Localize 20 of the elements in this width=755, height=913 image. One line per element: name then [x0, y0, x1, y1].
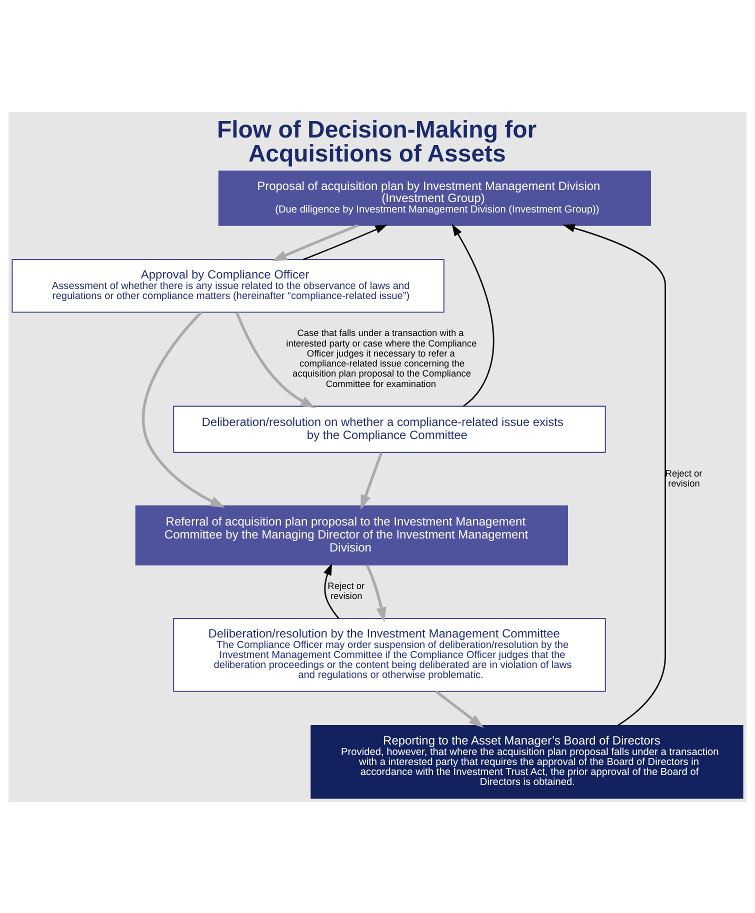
- node-box: Proposal of acquisition plan by Investment Management Division (Investment Group) (Due diligence by Investment Management Division (Investment Group)): [218, 170, 651, 226]
- edge-label: Reject or revision: [328, 580, 365, 601]
- node-box: Reporting to the Asset Manager’s Board of Directors Provided, however, that where the acquisition plan proposal falls under a transaction with a interested party that requires the approval of the Board of Directors in accordance with the Investment Trust Act, the prior approval of the Board of Directors is obtained.: [310, 724, 744, 798]
- arrow: [303, 224, 388, 260]
- arrow: [142, 310, 226, 508]
- node-box: Deliberation/resolution by the Investment Management Committee The Compliance Officer may order suspension of deliberation/resolution by the Investment Management Committee if the Compliance Officer judges that the deliberation proceedings or the content being deliberated are in violation of laws and regulations or otherwise problematic.: [173, 617, 606, 692]
- diagram-title: Flow of Decision-Making for Acquisitions of Assets: [216, 116, 537, 168]
- arrow: [452, 223, 494, 406]
- edge-label: Reject or revision: [665, 468, 702, 488]
- arrow: [324, 562, 340, 618]
- arrow: [272, 224, 358, 261]
- arrow: [366, 564, 386, 622]
- node-box: Referral of acquisition plan proposal to the Investment Management Committee by the Managing Director of the Investment Management Division: [135, 504, 568, 565]
- node-box: Approval by Compliance Officer Assessment of whether there is any issue related to the observance of laws and regulations or other compliance matters (hereinafter “compliance-related issue”): [12, 258, 444, 312]
- arrow: [562, 224, 666, 726]
- arrow: [360, 452, 383, 510]
- arrow: [236, 312, 316, 408]
- edge-label: Case that falls under a transaction with a interested party or case where the Compliance Officer judges it necessary to refer a compliance-related issue concerning the acquisition plan proposal to the Compliance Committee for examination: [286, 328, 477, 388]
- arrow: [435, 690, 484, 728]
- node-box: Deliberation/resolution on whether a compliance-related issue exists by the Compliance Committee: [173, 405, 606, 452]
